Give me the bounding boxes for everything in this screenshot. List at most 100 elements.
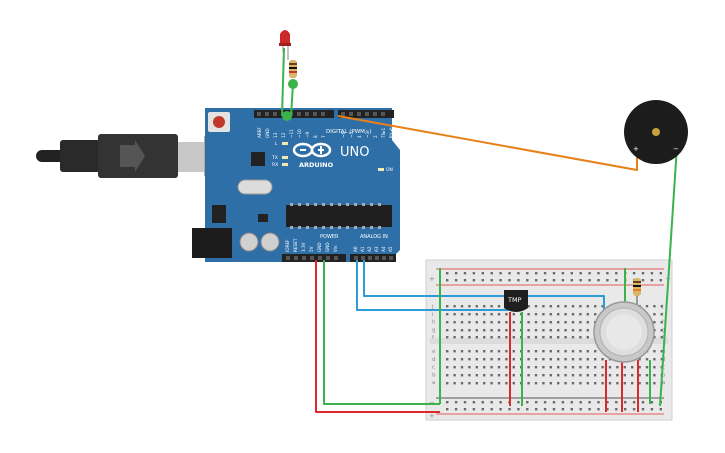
breadboard-hole [549, 358, 552, 361]
breadboard-hole [497, 336, 501, 339]
breadboard-hole [606, 272, 609, 275]
breadboard-hole [564, 358, 567, 361]
breadboard-row-label: j [661, 304, 664, 310]
analog-pin-label: A1 [360, 246, 365, 252]
breadboard-hole [564, 382, 567, 385]
digital-pin-label: 13 [273, 132, 278, 138]
digital-pin-label: RX◂0 [389, 127, 394, 138]
breadboard-hole [453, 329, 456, 332]
breadboard-hole [571, 329, 575, 332]
breadboard-hole [641, 272, 645, 275]
breadboard-hole [490, 374, 493, 377]
breadboard-hole [446, 329, 449, 332]
breadboard-hole [468, 350, 471, 353]
breadboard-hole [497, 305, 501, 308]
power-jack [192, 228, 232, 258]
digital-pin-label: 2 [373, 135, 378, 138]
breadboard-hole [653, 350, 656, 353]
digital-pin-label: ~9 [305, 131, 310, 138]
breadboard-hole [490, 408, 493, 411]
digital-pin-label: ~3 [365, 131, 370, 138]
breadboard-hole [557, 382, 560, 385]
breadboard-hole [490, 279, 493, 282]
digital-header-left [254, 110, 334, 118]
breadboard-hole [505, 350, 508, 353]
breadboard-hole [653, 305, 656, 308]
breadboard-hole [490, 336, 493, 339]
breadboard-hole [594, 350, 597, 353]
breadboard-hole [534, 321, 538, 324]
wire-5v [315, 260, 440, 413]
power-pin-label: IOREF [285, 239, 290, 252]
breadboard-hole [453, 336, 456, 339]
digital-header-label: DIGITAL (PWM~) [326, 129, 372, 135]
breadboard-hole [542, 350, 545, 353]
breadboard-hole [483, 329, 486, 332]
breadboard-hole [660, 350, 663, 353]
breadboard-hole [660, 336, 663, 339]
breadboard-hole [534, 329, 538, 332]
gas-sensor [593, 301, 655, 363]
breadboard-row-label: g [662, 327, 666, 333]
breadboard-hole [446, 374, 449, 377]
power-pin-label: Vin [333, 245, 338, 252]
breadboard-hole [508, 279, 511, 282]
breadboard-hole [490, 401, 493, 404]
breadboard-hole [542, 382, 545, 385]
breadboard-hole [615, 401, 618, 404]
breadboard-hole [586, 305, 589, 308]
breadboard-hole [594, 305, 597, 308]
breadboard-hole [594, 374, 597, 377]
breadboard-hole [505, 321, 508, 324]
breadboard-hole [475, 313, 478, 316]
breadboard-hole [632, 401, 636, 404]
voltage-regulator [212, 205, 226, 223]
sensor-resistor [633, 278, 641, 296]
breadboard-row-label: i [432, 312, 434, 318]
breadboard-hole [453, 313, 456, 316]
breadboard-hole [475, 366, 478, 369]
breadboard-hole [623, 374, 626, 377]
breadboard-hole [650, 272, 654, 275]
breadboard-hole [527, 374, 530, 377]
breadboard-hole [453, 358, 456, 361]
breadboard-hole [557, 358, 560, 361]
breadboard-row-label: c [662, 365, 665, 371]
breadboard-hole [571, 321, 575, 324]
digital-pin-label: ~11 [289, 129, 294, 138]
wire-gnd [323, 260, 440, 405]
breadboard-hole [586, 336, 589, 339]
breadboard-hole [483, 350, 486, 353]
breadboard-hole [527, 329, 530, 332]
breadboard-hole [570, 408, 573, 411]
breadboard-hole [586, 321, 589, 324]
breadboard-hole [632, 408, 636, 411]
breadboard-hole [571, 374, 575, 377]
breadboard-hole [497, 374, 501, 377]
breadboard-hole [483, 305, 486, 308]
breadboard-hole [534, 336, 538, 339]
breadboard-hole [535, 272, 538, 275]
breadboard-hole [534, 313, 538, 316]
rail-bottom-plus: + [429, 412, 435, 420]
breadboard-hole [571, 366, 575, 369]
breadboard-hole [542, 366, 545, 369]
breadboard-hole [490, 313, 493, 316]
breadboard-hole [549, 382, 552, 385]
breadboard-hole [570, 401, 573, 404]
breadboard-hole [517, 408, 520, 411]
breadboard-hole [645, 366, 649, 369]
breadboard-hole [557, 321, 560, 324]
breadboard-hole [615, 272, 618, 275]
temperature-sensor: TMP [504, 290, 528, 312]
breadboard-hole [454, 279, 458, 282]
breadboard-hole [454, 272, 458, 275]
breadboard-hole [517, 279, 520, 282]
breadboard-hole [512, 313, 515, 316]
breadboard-hole [645, 305, 649, 308]
breadboard-hole [481, 401, 484, 404]
breadboard-hole [549, 305, 552, 308]
breadboard-hole [601, 358, 604, 361]
